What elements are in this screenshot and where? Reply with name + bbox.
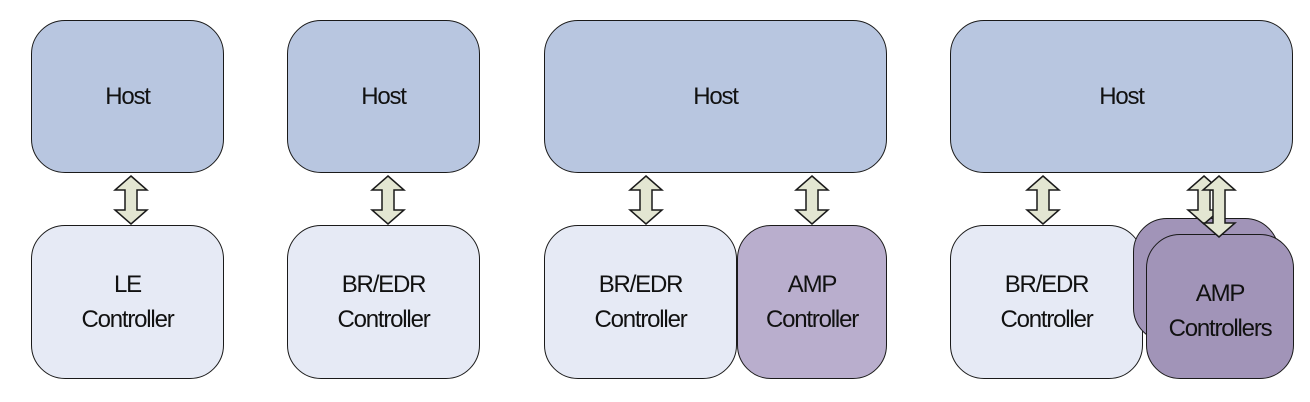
arrow-amp-3-double-arrow-icon [794, 175, 830, 225]
host-box-1: Host [31, 20, 224, 173]
amp-controllers-front-box: AMP Controllers [1146, 234, 1294, 379]
host-label-3: Host [693, 83, 739, 110]
amp-controllers-line-1: AMP [1195, 279, 1246, 307]
host-label-2: Host [361, 83, 407, 110]
host-box-2: Host [287, 20, 480, 173]
arrow-bredr-2-double-arrow-icon [370, 175, 406, 225]
bredr-controller-2-line-2: Controller [337, 306, 430, 333]
bredr-controller-4-line-1: BR/EDR [1004, 271, 1090, 298]
amp-controller-3-line-1: AMP [787, 271, 838, 298]
arrow-amp-4-front-double-arrow-icon [1201, 175, 1237, 238]
le-controller-line-1: LE [114, 271, 142, 298]
host-label-1: Host [105, 83, 151, 110]
amp-controller-3-line-2: Controller [765, 306, 859, 333]
bredr-controller-2-line-1: BR/EDR [341, 271, 427, 298]
bredr-controller-box-4: BR/EDR Controller [950, 225, 1143, 379]
amp-controllers-line-2: Controllers [1168, 314, 1273, 342]
host-box-3: Host [544, 20, 887, 173]
host-box-4: Host [950, 20, 1293, 173]
bredr-controller-box-3: BR/EDR Controller [544, 225, 737, 379]
bredr-controller-3-line-1: BR/EDR [598, 271, 684, 298]
arrow-bredr-4-double-arrow-icon [1025, 175, 1061, 225]
bredr-controller-3-line-2: Controller [594, 306, 687, 333]
bredr-controller-box-2: BR/EDR Controller [287, 225, 480, 379]
le-controller-line-2: Controller [81, 306, 174, 333]
arrow-bredr-3-double-arrow-icon [628, 175, 664, 225]
host-label-4: Host [1099, 83, 1145, 110]
bredr-controller-4-line-2: Controller [1000, 306, 1093, 333]
amp-controller-box-3: AMP Controller [737, 225, 887, 379]
le-controller-box: LE Controller [31, 225, 224, 379]
arrow-le-double-arrow-icon [113, 175, 149, 225]
